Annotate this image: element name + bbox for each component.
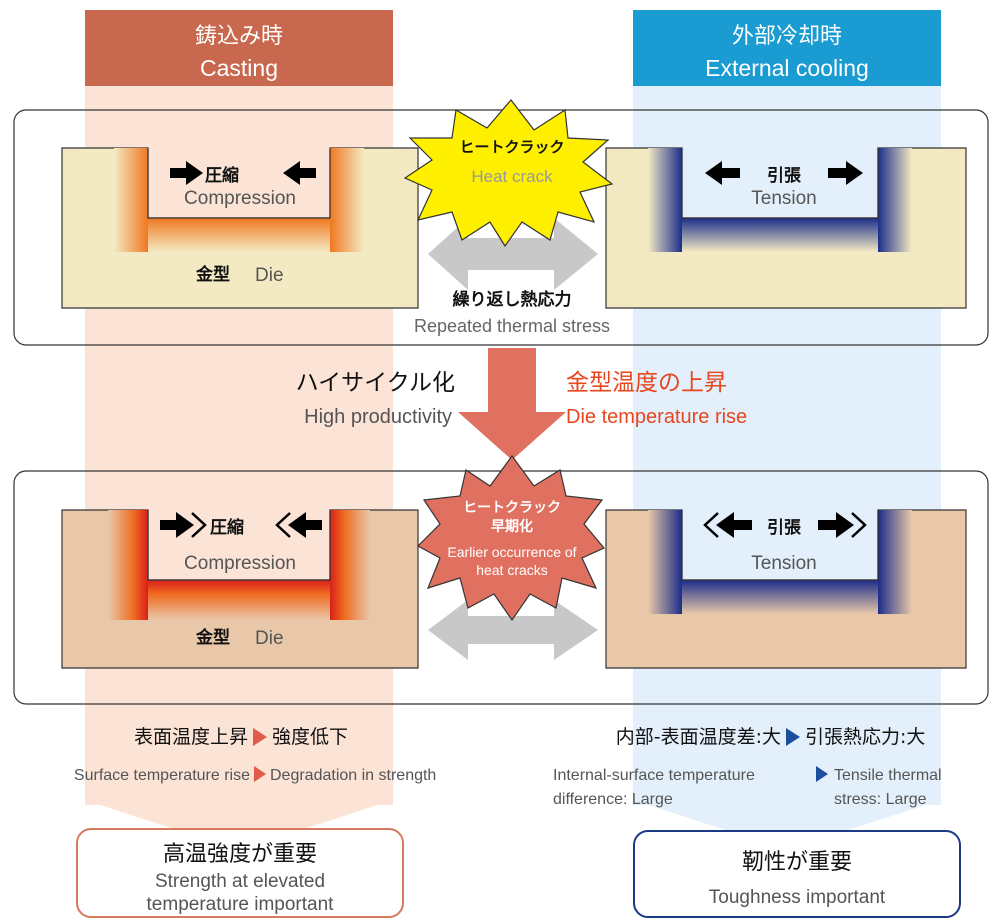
bottom-left-die	[61, 509, 419, 669]
cooling-band-arrow	[633, 800, 941, 850]
earlier-crack-star-icon	[417, 454, 605, 622]
high-cycle-jp: ハイサイクル化	[296, 370, 455, 396]
right-footer-en-a1: Internal-surface temperature	[553, 767, 755, 784]
right-footer-triangle-icon	[786, 728, 800, 746]
right-conclusion-box	[633, 830, 961, 918]
compression-arrow-right-icon	[170, 161, 203, 185]
casting-band-arrow	[85, 800, 393, 850]
right-footer-triangle2-icon	[816, 766, 828, 782]
top-compression-en: Compression	[184, 188, 296, 209]
top-tension-jp: 引張	[767, 166, 802, 186]
bottom-die-jp: 金型	[195, 627, 230, 648]
bottom-crack-jp-2: 早期化	[491, 518, 533, 535]
stress-en: Repeated thermal stress	[414, 316, 610, 336]
right-box-jp: 靭性が重要	[742, 850, 852, 875]
casting-header-en: Casting	[200, 55, 278, 81]
top-gray-double-arrow-icon	[428, 218, 598, 290]
left-footer-triangle-icon	[253, 728, 267, 746]
left-box-jp: 高温強度が重要	[163, 842, 317, 867]
heat-crack-star-icon	[403, 99, 614, 248]
top-panel-frame	[13, 109, 989, 346]
bottom-tension-jp: 引張	[767, 518, 802, 538]
bottom-crack-en-2: heat cracks	[476, 562, 548, 578]
bottom-compression-en: Compression	[184, 553, 296, 574]
right-footer-jp-a: 内部-表面温度差:大	[616, 726, 781, 748]
top-left-die	[61, 147, 419, 309]
top-compression-jp: 圧縮	[205, 165, 239, 186]
casting-header-jp: 鋳込み時	[195, 24, 283, 49]
top-crack-jp: ヒートクラック	[459, 138, 564, 156]
top-right-die	[605, 147, 967, 309]
right-footer-en-a2: difference: Large	[553, 791, 673, 808]
left-box-en-1: Strength at elevated	[155, 871, 325, 892]
tension-arrow-left-icon	[705, 161, 740, 185]
compression-double-arrow-right-icon	[160, 512, 207, 538]
bottom-die-en: Die	[255, 628, 284, 649]
tension-double-arrow-left-icon	[703, 512, 752, 538]
bottom-crack-jp-1: ヒートクラック	[463, 500, 561, 516]
down-arrow-icon	[458, 348, 566, 460]
compression-arrow-left-icon	[283, 161, 316, 185]
left-footer-jp-a: 表面温度上昇	[134, 726, 248, 748]
tension-arrow-right-icon	[828, 161, 863, 185]
right-footer-jp-b: 引張熱応力:大	[805, 726, 925, 748]
left-footer-jp-b: 強度低下	[272, 726, 348, 748]
bottom-right-die	[605, 509, 967, 669]
high-cycle-en: High productivity	[304, 406, 452, 428]
left-footer-triangle2-icon	[254, 766, 266, 782]
right-box-en: Toughness important	[709, 887, 886, 908]
temp-rise-en: Die temperature rise	[566, 406, 747, 428]
top-tension-en: Tension	[751, 188, 817, 209]
left-box-en-2: temperature important	[147, 894, 335, 915]
stress-jp: 繰り返し熱応力	[453, 289, 572, 310]
temp-rise-jp: 金型温度の上昇	[566, 370, 727, 396]
compression-double-arrow-left-icon	[275, 512, 322, 538]
left-conclusion-box	[76, 828, 404, 918]
bottom-crack-en-1: Earlier occurrence of	[447, 544, 576, 560]
right-footer-en-b2: stress: Large	[834, 791, 927, 808]
left-footer-en-b: Degradation in strength	[270, 767, 436, 784]
tension-double-arrow-right-icon	[818, 512, 867, 538]
bottom-tension-en: Tension	[751, 553, 817, 574]
right-footer-en-b1: Tensile thermal	[834, 767, 942, 784]
top-die-en: Die	[255, 265, 284, 286]
casting-header	[85, 10, 393, 86]
left-footer-en-a: Surface temperature rise	[74, 767, 250, 784]
cooling-header-en: External cooling	[705, 55, 869, 81]
cooling-header-jp: 外部冷却時	[732, 24, 842, 49]
cooling-header	[633, 10, 941, 86]
top-crack-en: Heat crack	[471, 167, 553, 186]
bottom-compression-jp: 圧縮	[210, 517, 244, 538]
bottom-gray-double-arrow-icon	[428, 600, 598, 660]
top-die-jp: 金型	[195, 264, 230, 285]
